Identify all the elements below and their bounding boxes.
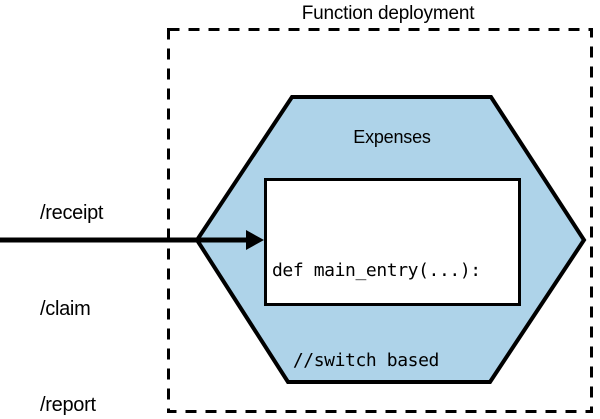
route-path-report: /report	[40, 394, 96, 416]
route-path-claim: /claim	[40, 298, 91, 320]
code-line-1: def main_entry(...):	[272, 260, 481, 281]
page-title: Function deployment	[301, 3, 475, 24]
code-box	[264, 178, 521, 306]
request-arrow	[0, 230, 264, 250]
route-path-receipt: /receipt	[40, 202, 104, 224]
route-path-labels: /receipt /claim /report	[40, 133, 103, 419]
code-line-2: //switch based	[272, 350, 440, 371]
hexagon-label: Expenses	[353, 127, 431, 147]
code-snippet: def main_entry(...): //switch based //on…	[272, 196, 481, 419]
